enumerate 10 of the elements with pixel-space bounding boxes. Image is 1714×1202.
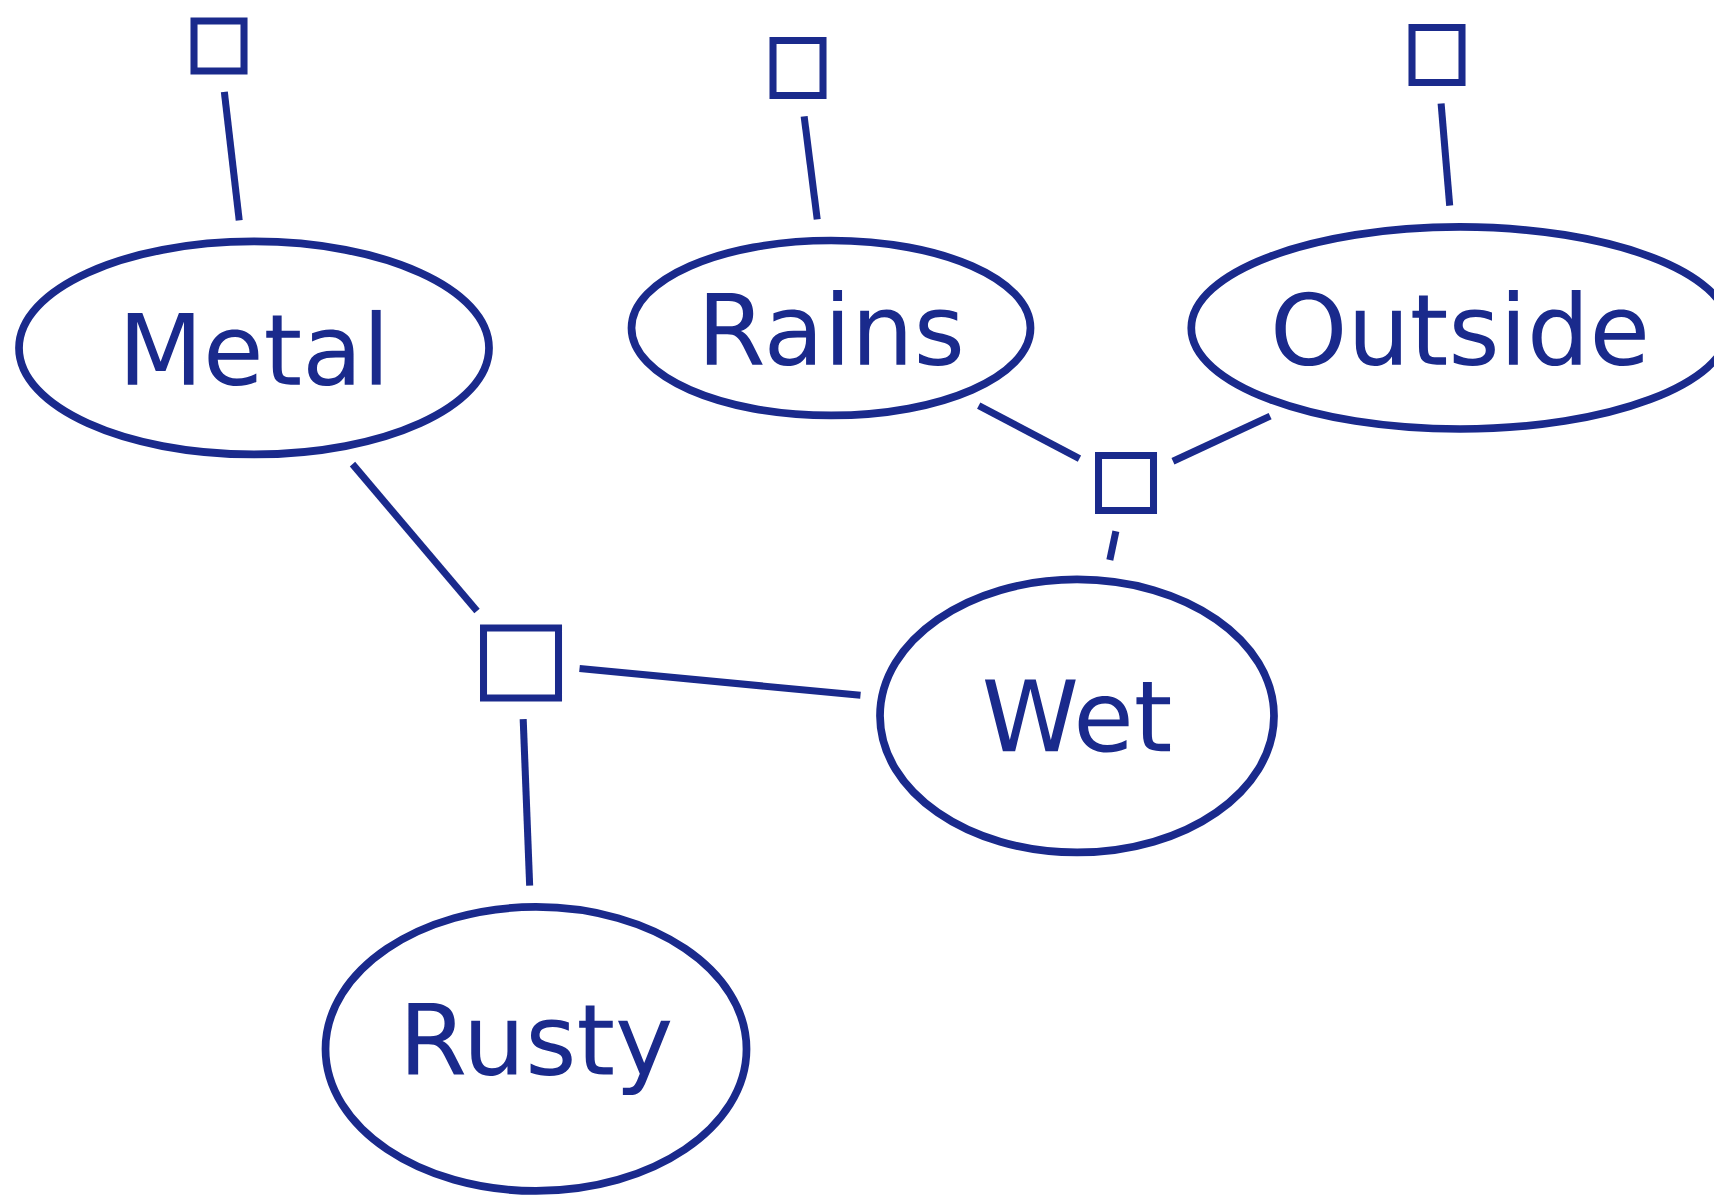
- factor-square: [1095, 452, 1158, 514]
- connector-line: [1106, 530, 1120, 561]
- factor-square: [769, 37, 827, 99]
- connector-line: [1171, 412, 1272, 465]
- connector-line: [977, 402, 1082, 462]
- factor-square: [1408, 24, 1466, 86]
- factor-square: [190, 17, 248, 75]
- connector-line: [220, 91, 243, 221]
- factor-square: [480, 624, 563, 702]
- connector-line: [349, 461, 480, 614]
